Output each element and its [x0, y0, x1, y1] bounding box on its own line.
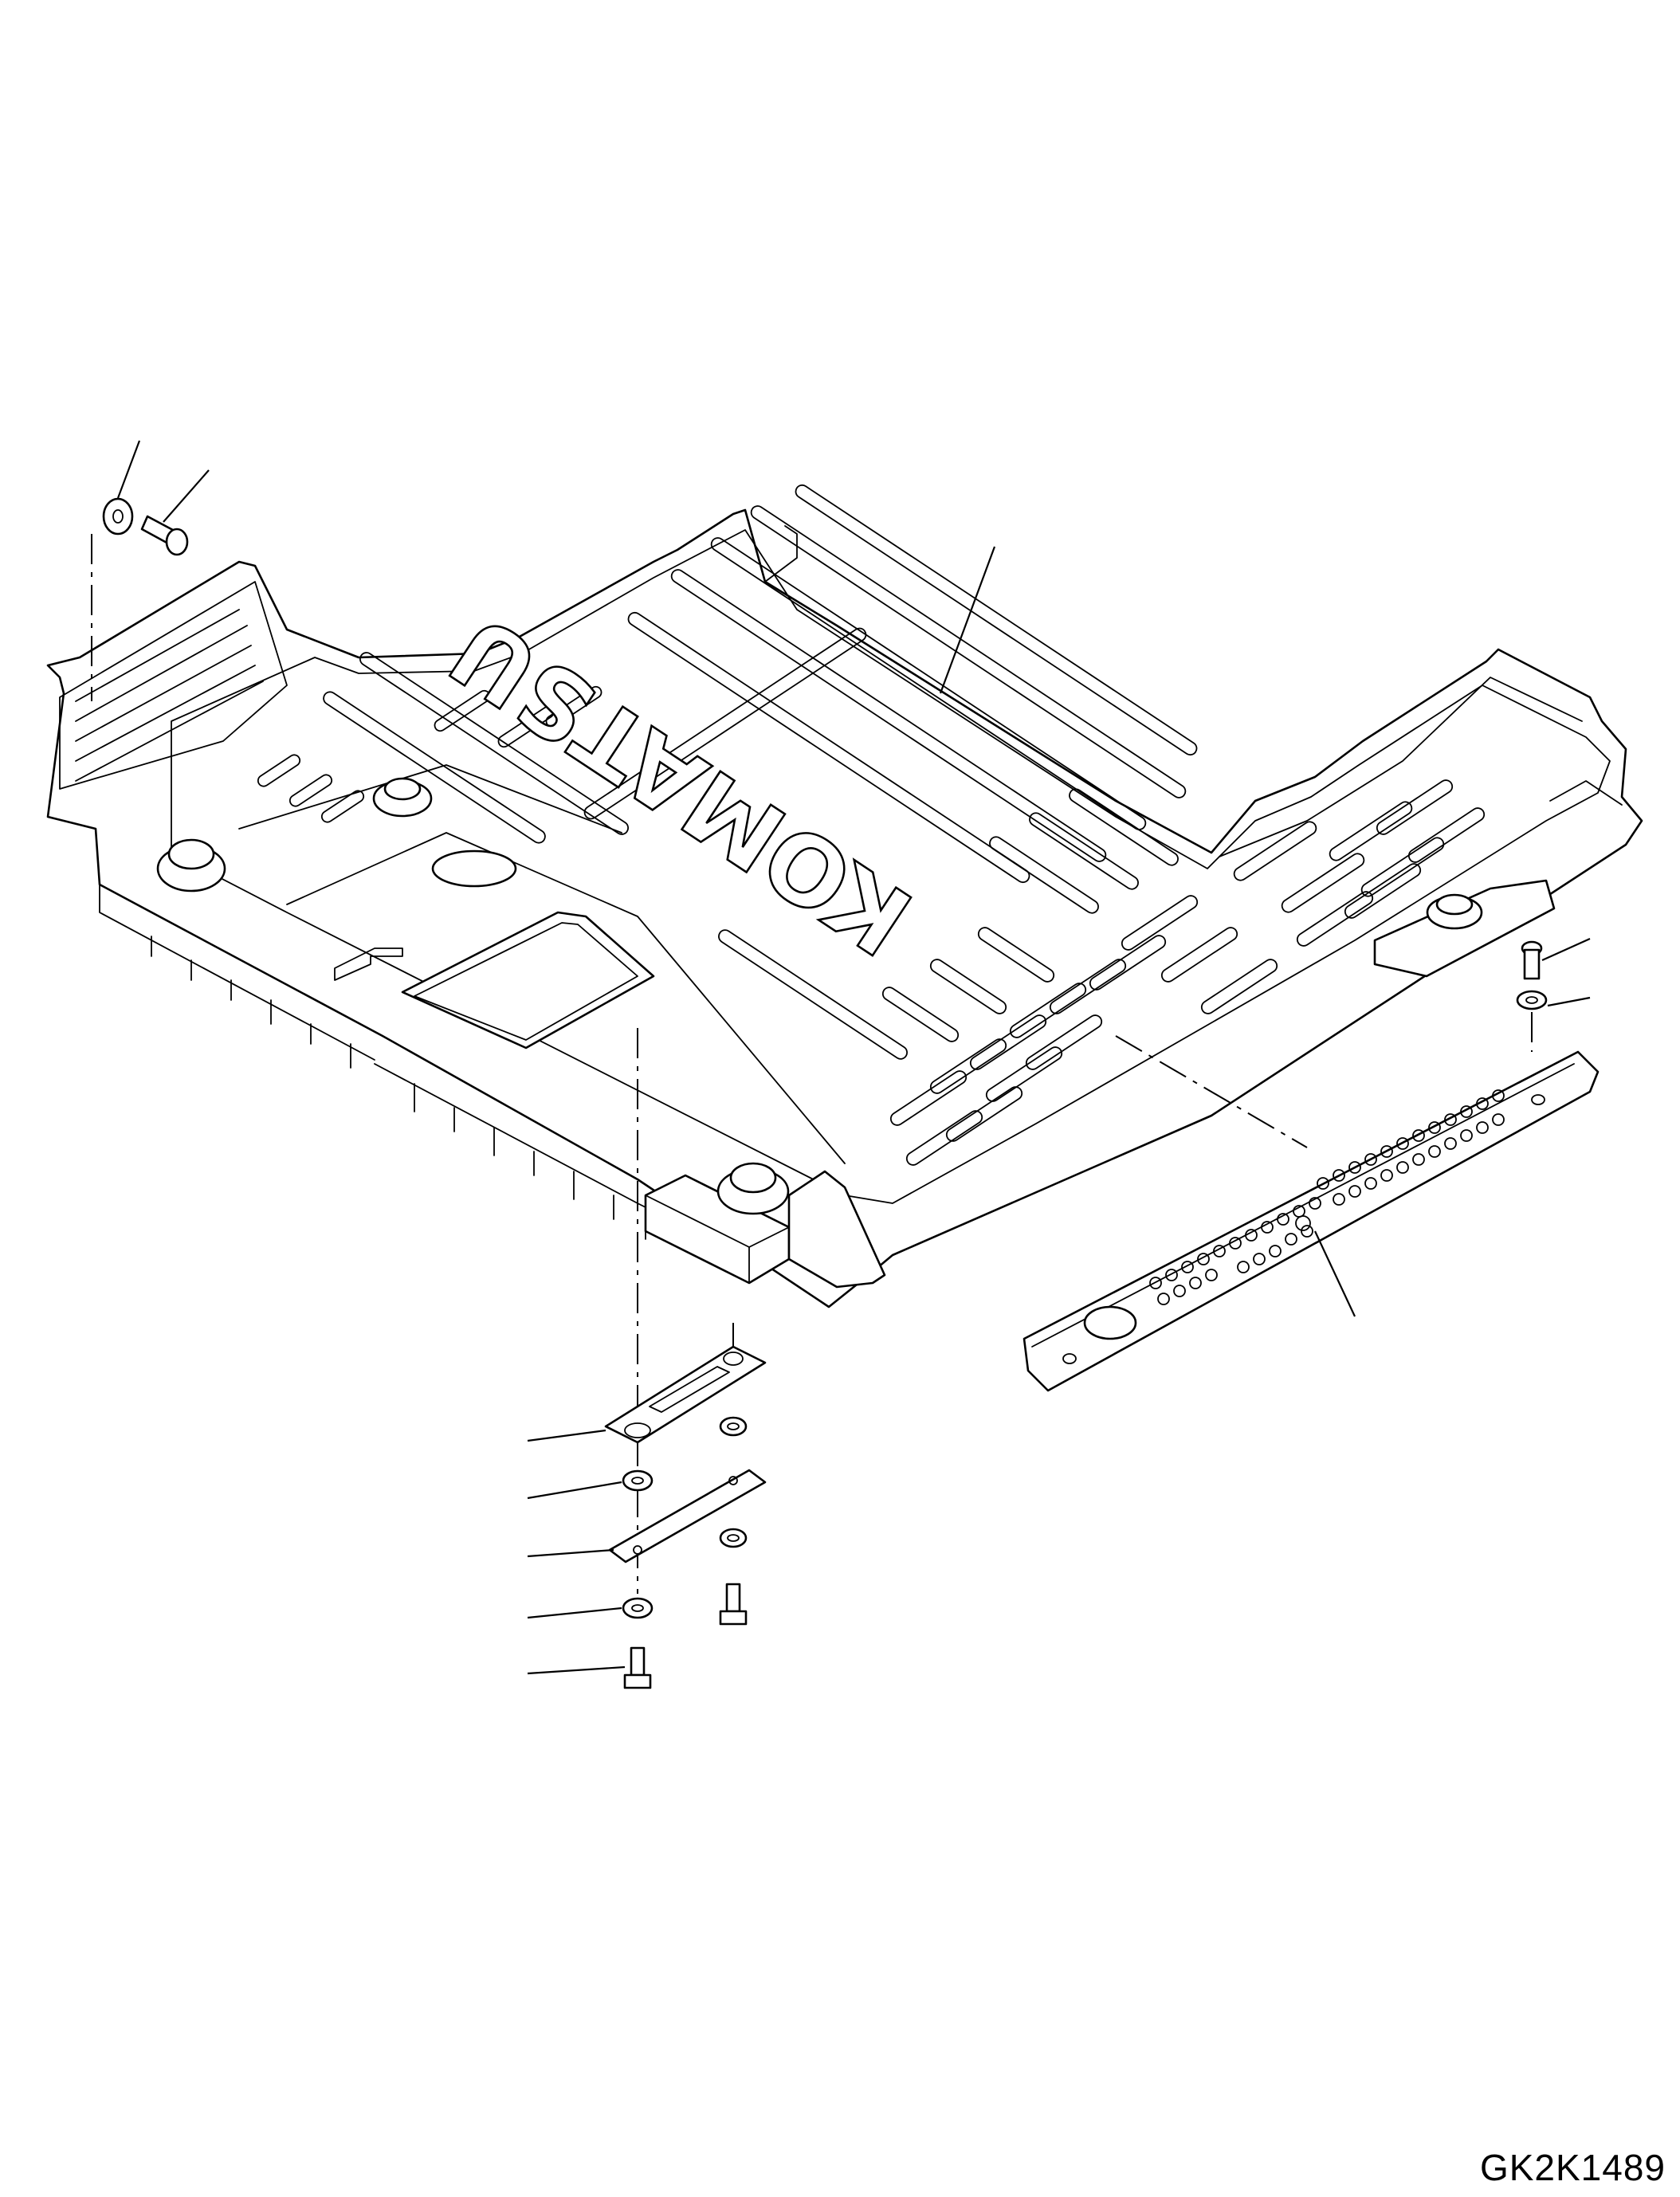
flat-plate [608, 1469, 767, 1563]
drawing-code: GK2K1489 [1479, 2147, 1666, 2188]
leader-lines [116, 440, 1591, 1675]
washer-stack-left-1 [622, 1469, 654, 1492]
mounting-boss-left [156, 838, 226, 893]
bolt-stack-left [623, 1646, 652, 1689]
slotted-plate [604, 1345, 767, 1444]
washer-top-left [102, 497, 134, 536]
bolt-right [1521, 940, 1543, 980]
washer-stack-left-2 [622, 1597, 654, 1619]
centerline-step-bar [1115, 1035, 1308, 1148]
mounting-boss-front [716, 1162, 790, 1215]
washer-stack-right-1 [719, 1416, 748, 1437]
bolt-top-left [140, 515, 189, 556]
mounting-boss-rear [372, 777, 433, 818]
washer-right [1516, 990, 1548, 1010]
step-bar-holes [1149, 1089, 1505, 1305]
washer-stack-right-2 [719, 1528, 748, 1548]
floor-mat [46, 508, 1643, 1308]
bolt-stack-right [719, 1583, 748, 1626]
mounting-boss-right [1426, 893, 1483, 930]
step-bar [1023, 1050, 1600, 1392]
mat-ribs [257, 484, 1486, 1166]
